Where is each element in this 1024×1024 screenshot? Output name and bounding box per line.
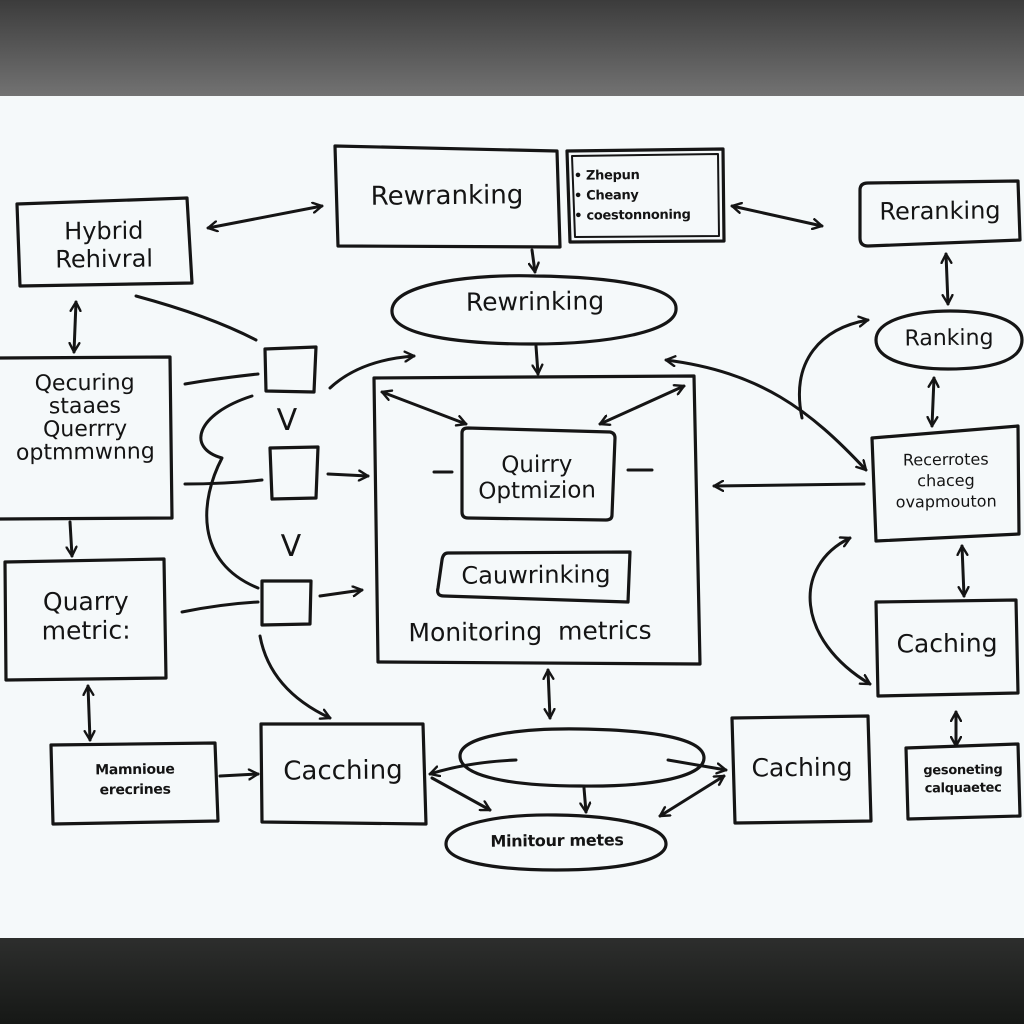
arrow-square3-main: [318, 590, 364, 598]
curve-ranking-left: [797, 320, 870, 420]
line-querying-square1: [183, 372, 260, 386]
curve-recerrotes-caching: [808, 538, 872, 686]
curve-main-recerrotes: [664, 360, 868, 472]
arrow-rewrinking-main: [536, 344, 538, 376]
gesoneting-box: [904, 742, 1022, 821]
background-desk: [0, 930, 1024, 1024]
reranking-right-box: [858, 179, 1022, 248]
caching-right-box: [874, 598, 1020, 698]
line-querying-square2: [183, 478, 264, 486]
reranking-top-box: [333, 144, 562, 249]
hybrid-retrieval-box: [15, 196, 194, 288]
arrow-minitour-caching-mid: [658, 774, 726, 818]
arrow-ranking-recerrotes: [932, 376, 934, 428]
connector-square-2: [268, 445, 320, 501]
recerrotes-box: [870, 424, 1021, 543]
arrow-caching-minitour: [430, 776, 492, 812]
arrow-reranking-ranking: [946, 252, 948, 306]
query-optimization-box: [460, 426, 617, 522]
rewrinking-ellipse: [390, 274, 678, 346]
arrow-notes-reranking-right: [730, 206, 824, 226]
mamiouve-box: [49, 741, 220, 826]
curve-squares: [199, 394, 260, 590]
arrow-hybrid-querying: [74, 300, 76, 354]
arrow-querying-quarry: [70, 520, 72, 558]
notes-box: [565, 147, 726, 244]
main-process-box: [372, 374, 702, 666]
arrow-square1-main: [328, 356, 416, 390]
arrow-ellipse-caching-left: [428, 758, 518, 774]
arrow-ellipse-caching-right: [666, 758, 728, 770]
arrow-hybrid-reranking: [206, 206, 324, 228]
arrow-mamiouve-caching: [218, 774, 260, 776]
background-wall: [0, 0, 1024, 110]
arrow-ellipse-minitour: [584, 786, 586, 814]
caching-bottom-left-box: [259, 722, 428, 826]
querying-stages-box: [0, 355, 174, 521]
quarry-metric-box: [3, 557, 168, 682]
connector-square-3: [260, 579, 313, 627]
notes-box-inner: [571, 153, 720, 238]
arrow-reranking-rewrinking: [532, 248, 535, 274]
arrow-main-query-left: [380, 392, 468, 424]
caching-bottom-mid-box: [730, 714, 873, 825]
arrow-square2-main: [326, 474, 370, 476]
center-blank-ellipse: [458, 727, 706, 788]
arrow-main-query-right: [598, 386, 686, 424]
arrow-recerrotes-main: [712, 484, 866, 486]
cauwrinking-box: [436, 550, 632, 604]
minitour-metes-ellipse: [444, 813, 668, 872]
arrow-quarry-mamiouve: [88, 684, 90, 742]
curve-square3-caching: [258, 634, 332, 718]
ranking-ellipse: [874, 309, 1024, 371]
arrow-main-ellipse: [548, 668, 550, 720]
arrow-recerrotes-caching: [962, 544, 964, 598]
line-hybrid-square: [134, 294, 258, 342]
line-quarry-square3: [180, 600, 260, 614]
connector-square-1: [263, 345, 318, 394]
